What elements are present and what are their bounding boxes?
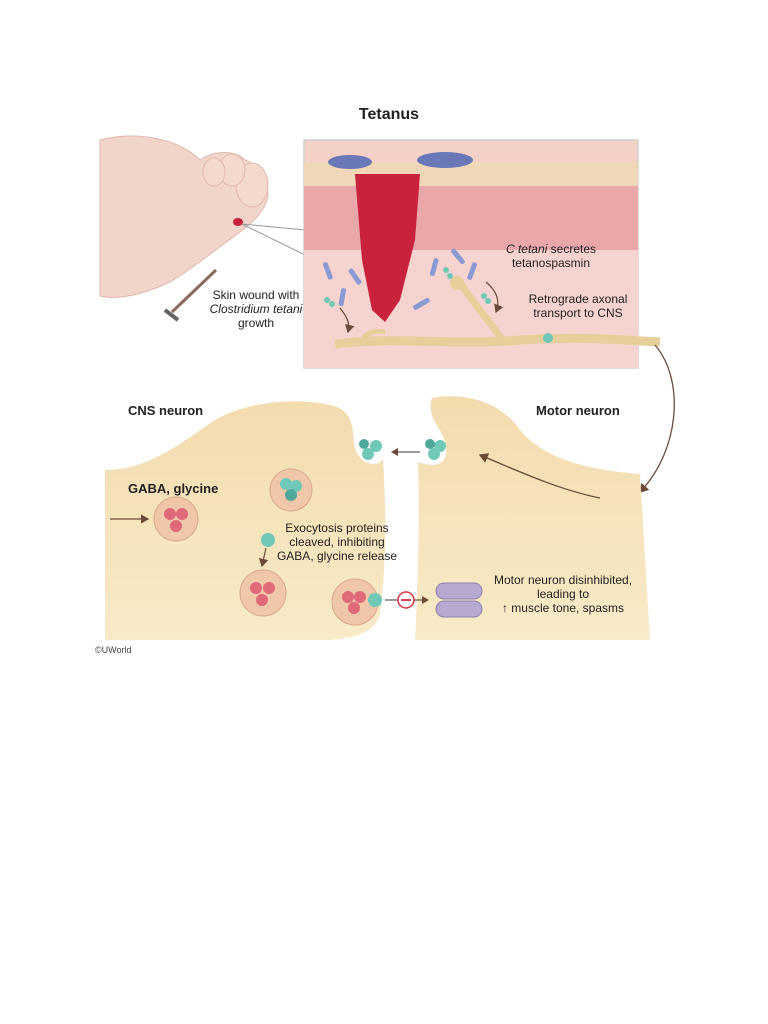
bacteria-colony	[417, 152, 473, 168]
skin-wound	[355, 174, 420, 322]
toxin-in-axon	[543, 333, 553, 343]
diagram-title: Tetanus	[358, 106, 420, 123]
disinhibited-label: Motor neuron disinhibited, leading to ↑ …	[493, 573, 633, 615]
motor-neuron-label: Motor neuron	[536, 403, 620, 418]
copyright: ©UWorld	[95, 645, 132, 655]
skin-cross-section	[303, 139, 661, 369]
gaba-glycine-label: GABA, glycine	[128, 481, 219, 496]
wound-label: Skin wound with Clostridium tetani growt…	[209, 288, 303, 330]
retrograde-label: Retrograde axonal transport to CNS	[528, 292, 628, 320]
inhibition-symbol	[385, 591, 429, 609]
receptor	[435, 582, 483, 618]
transport-arrow	[639, 344, 675, 493]
secretes-label: C tetani secretes tetanospasmin	[505, 242, 597, 270]
bacteria-colony	[328, 155, 372, 169]
foot-illustration	[99, 135, 306, 298]
cns-neuron-label: CNS neuron	[128, 403, 204, 418]
vesicles	[110, 468, 382, 626]
motor-neuron-body	[415, 396, 650, 640]
nail-illustration	[163, 268, 218, 322]
foot-wound	[233, 218, 243, 226]
exocytosis-label: Exocytosis proteins cleaved, inhibiting …	[276, 521, 398, 563]
tetanospasmin-molecules	[359, 439, 446, 460]
cns-neuron-body	[105, 401, 386, 640]
